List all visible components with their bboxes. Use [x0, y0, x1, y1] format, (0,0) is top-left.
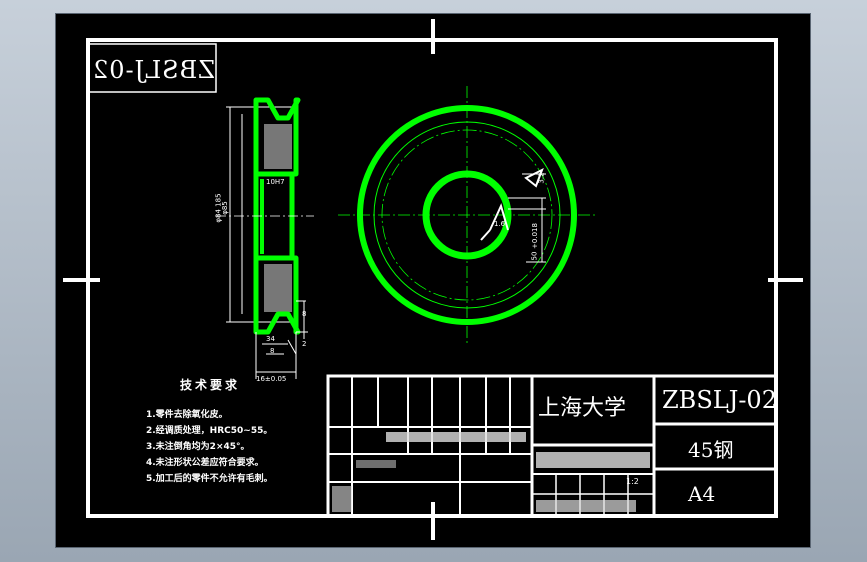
dim-16: 16±0.05 — [256, 375, 287, 383]
dim-hub-width: 10H7 — [266, 178, 285, 186]
title-block-drawing-code: ZBSLJ-02 — [662, 386, 777, 414]
tech-req-item: 3.未注倒角均为2×45°。 — [146, 442, 250, 452]
drawing-sheet: ZBSLJ-02 技术要求 1.零件去除氧化皮。 2.经调质处理，HRC50~5… — [55, 13, 811, 548]
title-block-material: 45钢 — [688, 438, 734, 462]
roughness-1-6: 1.6 — [494, 220, 506, 228]
dim-34: 34 — [266, 335, 275, 343]
tech-requirements-title: 技术要求 — [180, 378, 241, 392]
tech-req-item: 4.未注形状公差应符合要求。 — [146, 458, 264, 468]
tech-req-item: 2.经调质处理，HRC50~55。 — [146, 426, 273, 436]
section-view — [216, 97, 314, 379]
front-view — [338, 86, 596, 344]
cad-drawing — [63, 19, 803, 540]
mirrored-drawing-code: ZBSLJ-02 — [92, 56, 215, 84]
title-block-sheet-size: A4 — [688, 482, 716, 506]
mirrored-code-box — [87, 43, 217, 93]
title-block — [326, 374, 778, 518]
title-block-scale: 1:2 — [626, 477, 639, 486]
tech-req-item: 5.加工后的零件不允许有毛刺。 — [146, 474, 273, 484]
tech-req-item: 1.零件去除氧化皮。 — [146, 410, 228, 420]
dim-8: 8 — [270, 347, 275, 355]
dim-keyway-tol: +0.018 — [530, 223, 539, 249]
title-block-university: 上海大学 — [538, 396, 627, 421]
dim-inner-dia: φ84 185 — [214, 193, 223, 223]
roughness-3-2: 3.2 — [537, 172, 546, 184]
dim-keyway-50: 50 — [530, 251, 539, 261]
dim-h2: 2 — [302, 340, 307, 348]
dim-h8: 8 — [302, 310, 307, 318]
